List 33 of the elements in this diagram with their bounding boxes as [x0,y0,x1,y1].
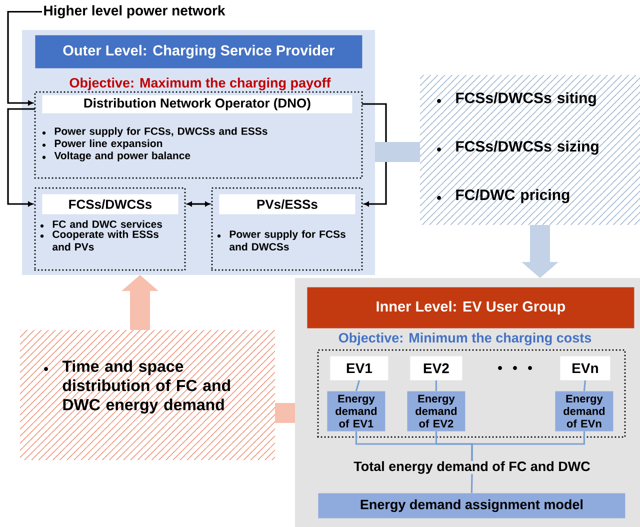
bullet-item: Voltage and power balance [42,152,190,162]
model-box: Energy demand assignment model [318,493,626,518]
bullet-item: Power line expansion [42,139,162,150]
connector-line [583,380,586,392]
connector-line [355,380,360,392]
label-box: EV1 [330,356,388,380]
arrow [7,108,35,206]
title-box: PVs/ESSs [219,194,356,214]
header-bar: Inner Level: EV User Group [307,287,634,328]
sum-text: Total energy demand of FC and DWC [354,461,590,474]
objective-text: Objective: Maximum the charging payoff [70,78,331,90]
header-bar: Outer Level: Charging Service Provider [35,35,362,68]
bullet-item: FCSs/DWCSs sizing [437,140,598,155]
objective-text: Objective: Minimum the charging costs [338,332,592,346]
demand-box: Energy demand of EVn [555,391,614,432]
demand-box: Energy demand of EV1 [327,391,386,432]
label-box: EV2 [410,356,462,380]
title-text: Higher level power network [44,5,226,18]
connector-line [435,380,437,391]
demand-box: Energy demand of EV2 [407,391,466,432]
connector-line [471,431,585,461]
label-box: EVn [560,356,610,380]
bullet-item: FCSs/DWCSs siting [437,92,596,106]
title-box: FCSs/DWCSs [42,194,178,214]
bullet-item: FC and DWC services [40,220,162,228]
arrow [7,10,42,106]
bullet-item: Power supply for FCSs, DWCSs and ESSs [42,127,268,137]
bullet-item: FC/DWC pricing [437,189,570,204]
title-box: Distribution Network Operator (DNO) [42,95,352,114]
connector-line [470,474,473,493]
arrow [186,202,210,206]
bullet-item: Cooperate with ESSs and PVs [40,230,159,251]
bullet-item: Power supply for FCSs and DWCSs [217,230,346,251]
